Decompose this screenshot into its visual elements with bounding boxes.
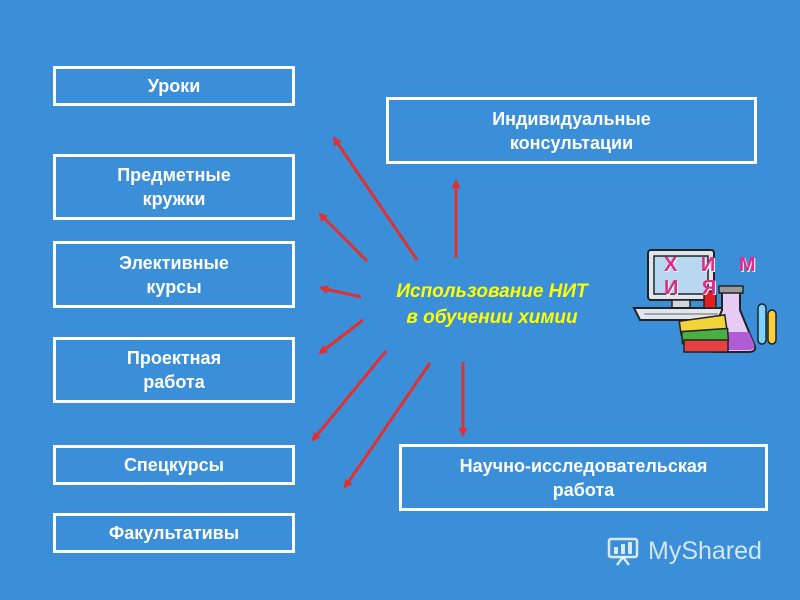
box-elective-courses: Элективные курсы <box>53 241 295 308</box>
computer-chemistry-clipart-icon <box>632 249 777 353</box>
box-special-courses: Спецкурсы <box>53 445 295 485</box>
box-research-work: Научно-исследовательская работа <box>399 444 768 511</box>
central-topic-line2: в обучении химии <box>406 307 578 328</box>
box-optional-courses: Факультативы <box>53 513 295 553</box>
arrow-to-circles <box>318 212 369 263</box>
box-individual-consultations-line1: Индивидуальные <box>492 108 651 129</box>
box-elective-courses-line1: Элективные <box>119 252 229 273</box>
box-research-work-line2: работа <box>552 479 615 500</box>
box-subject-circles: Предметные кружки <box>53 154 295 220</box>
box-lessons-label: Уроки <box>147 76 201 96</box>
central-topic: Использование НИТ в обучении химии <box>360 279 624 331</box>
arrow-to-project <box>318 318 364 355</box>
box-individual-consultations: Индивидуальные консультации <box>386 97 757 164</box>
box-subject-circles-line1: Предметные <box>117 165 231 185</box>
box-optional-courses-label: Факультативы <box>108 523 240 543</box>
watermark: MyShared <box>606 534 762 568</box>
box-individual-consultations-line2: консультации <box>509 132 634 153</box>
chemistry-clipart-label: Х И М И Я <box>664 254 765 299</box>
box-project-work: Проектная работа <box>53 337 295 403</box>
box-special-courses-label: Спецкурсы <box>123 455 225 475</box>
box-project-work-line2: работа <box>143 372 205 392</box>
arrow-to-lessons <box>332 136 419 261</box>
box-project-work-line1: Проектная <box>126 348 222 368</box>
box-elective-courses-line2: курсы <box>146 276 202 297</box>
watermark-text: MyShared <box>648 536 762 565</box>
arrow-to-elective <box>319 285 362 299</box>
box-subject-circles-line2: кружки <box>142 189 206 209</box>
presentation-icon <box>607 537 639 566</box>
arrow-to-optional <box>343 362 432 489</box>
central-topic-line1: Использование НИТ <box>396 281 588 302</box>
box-research-work-line1: Научно-исследовательская <box>459 455 708 476</box>
arrow-to-special <box>311 350 388 442</box>
box-lessons: Уроки <box>53 66 295 106</box>
